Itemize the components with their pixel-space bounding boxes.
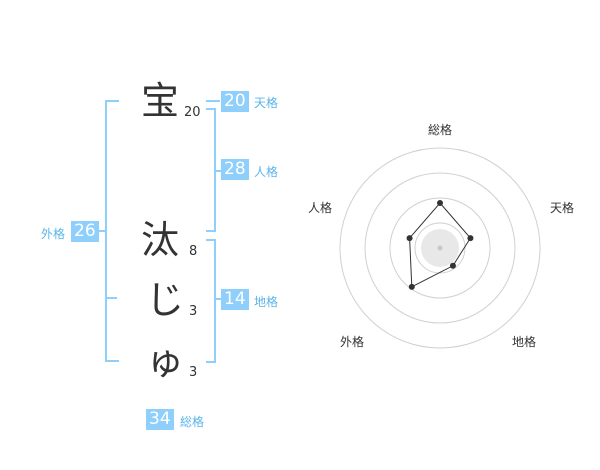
stroke-count-1: 20	[184, 105, 201, 120]
gaikaku-bracket	[105, 100, 119, 362]
chikaku-connector	[216, 298, 222, 300]
radar-label-chikaku: 地格	[512, 334, 536, 349]
radar-polygon	[409, 202, 472, 288]
name-char-4: ゅ	[146, 339, 185, 383]
name-char-2: 汰	[141, 218, 180, 262]
radar-ring-4	[339, 147, 541, 349]
radar-point-1	[467, 235, 474, 242]
radar-ring-3	[364, 172, 516, 324]
soukaku-label: 総格	[180, 415, 205, 429]
radar-label-soukaku: 総格	[428, 122, 452, 137]
radar-ring-2	[389, 197, 491, 299]
chikaku-badge: 14	[221, 289, 249, 310]
stroke-count-3: 3	[189, 304, 198, 319]
radar-point-2	[449, 262, 456, 269]
stroke-count-2: 8	[189, 244, 198, 259]
gaikaku-connector	[97, 230, 105, 232]
tenkaku-label: 天格	[254, 96, 279, 110]
name-char-3: じ	[146, 278, 185, 322]
jinkaku-badge: 28	[221, 159, 249, 180]
radar-label-tenkaku: 天格	[550, 200, 574, 215]
radar-point-0	[437, 200, 443, 206]
radar-point-4	[406, 235, 413, 242]
gaikaku-badge: 26	[71, 221, 99, 242]
gaikaku-label: 外格	[41, 227, 66, 241]
tenkaku-bracket	[206, 100, 220, 102]
radar-label-gaikaku: 外格	[340, 334, 364, 349]
stroke-count-4: 3	[189, 365, 198, 380]
tenkaku-badge: 20	[221, 91, 249, 112]
radar-point-3	[408, 283, 415, 290]
radar-label-jinkaku: 人格	[308, 200, 332, 215]
name-char-1: 宝	[141, 79, 180, 123]
jinkaku-label: 人格	[254, 165, 279, 179]
soukaku-badge: 34	[146, 409, 174, 430]
radar-ring-1	[414, 222, 466, 274]
jinkaku-bracket	[206, 108, 216, 232]
gaikaku-bracket-tick	[105, 297, 117, 299]
radar-center-dot	[437, 245, 443, 251]
jinkaku-connector	[216, 170, 222, 172]
chikaku-label: 地格	[254, 295, 279, 309]
chikaku-bracket	[206, 239, 216, 363]
